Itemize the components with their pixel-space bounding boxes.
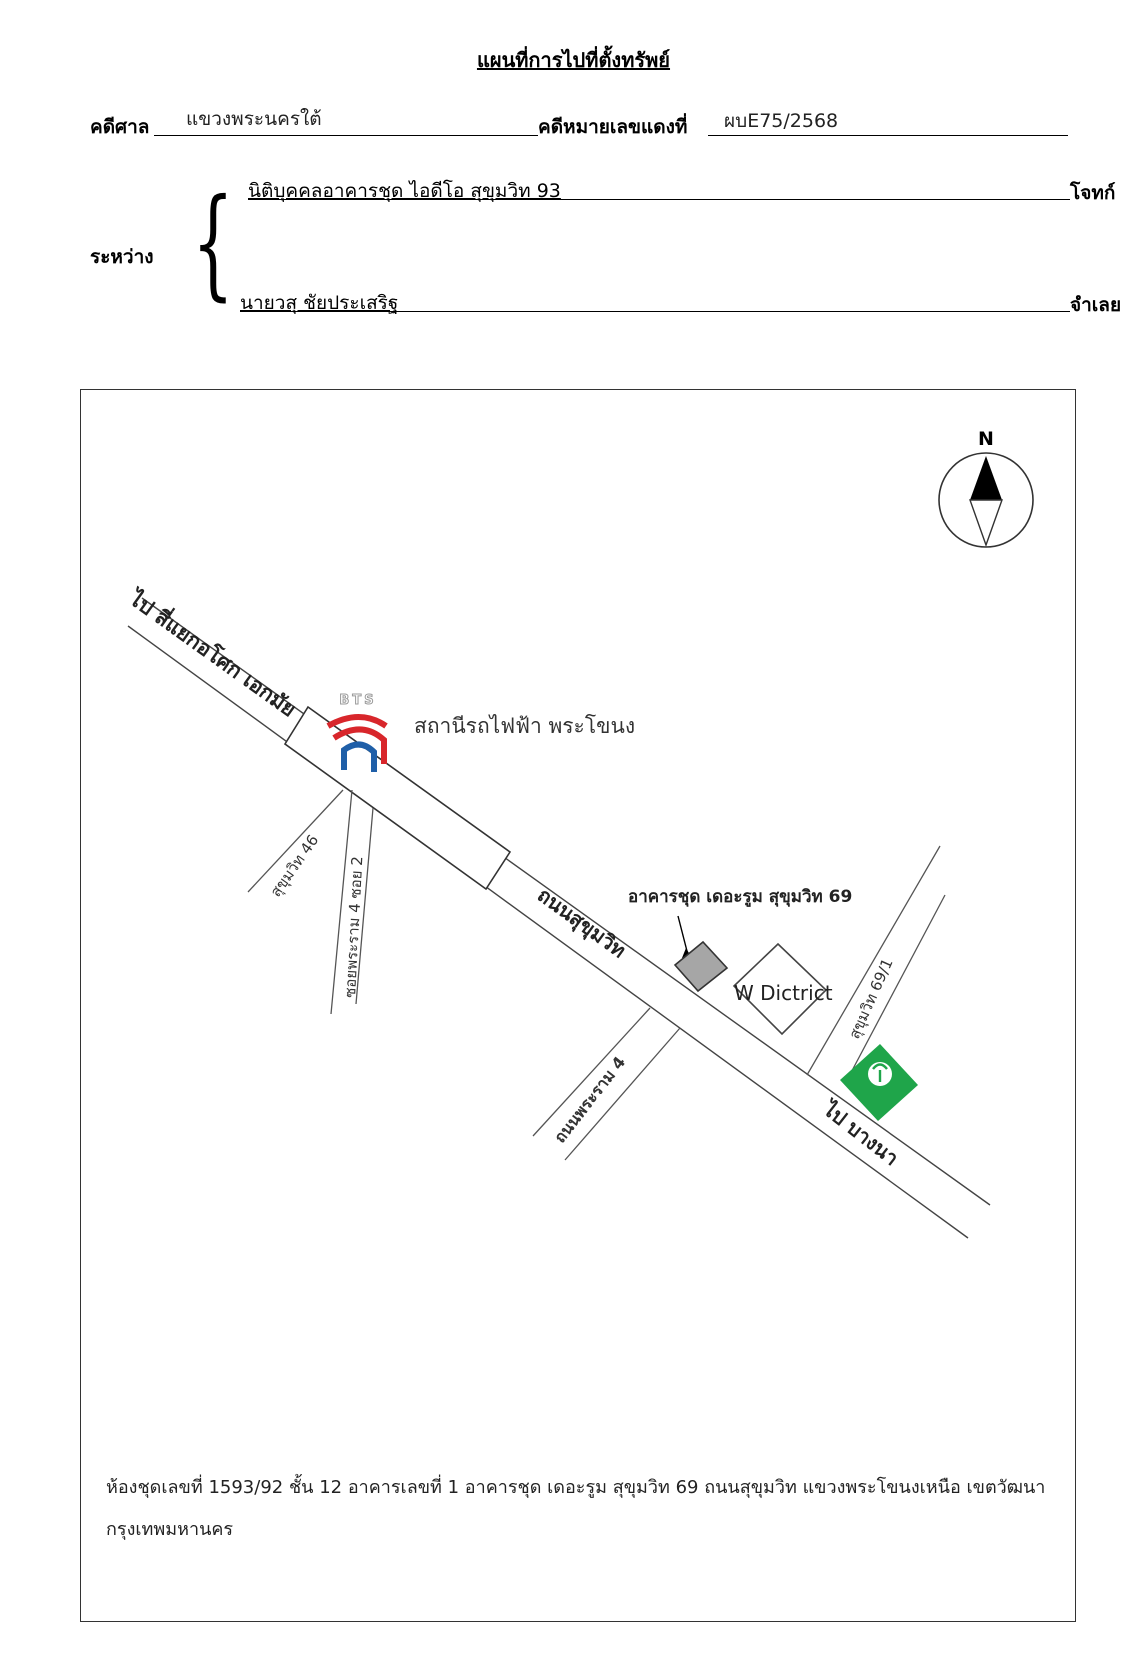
case-number-value: ผบE75/2568 — [724, 110, 839, 132]
building-pointer-line — [677, 915, 689, 956]
w-district-label: W Dictrict — [734, 981, 833, 1005]
sukhumvit-road-label: ถนนสุขุมวิท — [532, 883, 630, 964]
case-number-underline — [708, 135, 1068, 136]
sukhumvit-69-1-road — [806, 845, 946, 1083]
defendant-underline — [240, 311, 1070, 312]
soi-rama4-2-road — [330, 789, 374, 1015]
address-caption-line2: กรุงเทพมหานคร — [106, 1519, 234, 1540]
building-label: อาคารชุด เดอะรูม สุขุมวิท 69 — [628, 887, 852, 908]
between-label: ระหว่าง — [90, 246, 154, 268]
plaintiff-label: โจทก์ — [1070, 182, 1116, 204]
court-label: คดีศาล — [90, 116, 150, 138]
map-frame — [80, 389, 1076, 1622]
page-title: แผนที่การไปที่ตั้งทรัพย์ — [476, 48, 671, 72]
svg-text:BTS: BTS — [339, 693, 376, 708]
court-value: แขวงพระนครใต้ — [186, 108, 322, 130]
soi-rama4-2-label: ซอยพระราม 4 ซอย 2 — [341, 856, 366, 998]
sukhumvit-road — [127, 597, 991, 1239]
bank-logo-icon — [840, 1044, 918, 1121]
case-number-label: คดีหมายเลขแดงที่ — [538, 116, 688, 138]
plaintiff-name: นิติบุคคลอาคารชุด ไอดีโอ สุขุมวิท 93 — [248, 180, 561, 202]
north-compass-icon — [938, 452, 1034, 548]
defendant-name: นายวสุ ชัยประเสริฐ — [240, 292, 399, 314]
bts-station-label: สถานีรถไฟฟ้า พระโขนง — [414, 714, 635, 738]
defendant-label: จำเลย — [1070, 294, 1122, 316]
north-label: N — [978, 428, 994, 450]
court-underline — [154, 135, 538, 136]
plaintiff-underline — [248, 199, 1070, 200]
road-label-to-asok: ไป สี่แยกอโศก เอกมัย — [123, 582, 302, 721]
rama4-road — [532, 1007, 681, 1161]
party-brace: { — [192, 174, 234, 313]
address-caption-line1: ห้องชุดเลขที่ 1593/92 ชั้น 12 อาคารเลขที… — [106, 1477, 1046, 1498]
sukhumvit-46-road — [247, 789, 344, 893]
bts-logo-icon: BTS — [326, 693, 388, 772]
condo-building — [673, 940, 729, 993]
w-district-building — [732, 942, 828, 1036]
